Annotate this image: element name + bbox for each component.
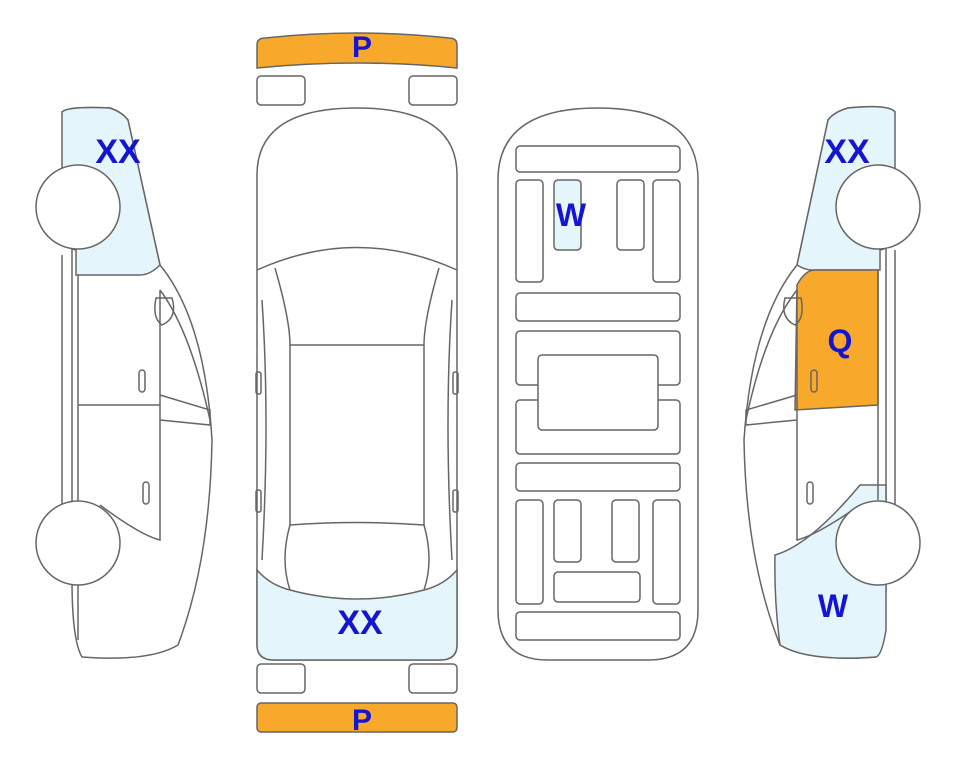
left-front-wheel: [35, 164, 121, 250]
top-view: P XX P: [255, 31, 459, 737]
top-rear-left-lamp: [256, 663, 306, 694]
rear-bumper-panel: [256, 702, 458, 733]
marker-top-trunk: XX: [337, 604, 383, 642]
marker-right-rear-quarter: W: [818, 588, 849, 624]
marker-right-front-fender: XX: [824, 133, 870, 171]
left-side-view: XX: [35, 106, 213, 659]
top-front-left-lamp: [256, 75, 306, 106]
right-front-wheel: [835, 164, 921, 250]
top-rear-right-lamp: [408, 663, 458, 694]
right-side-view: XX Q W: [743, 105, 921, 659]
left-front-door-handle: [138, 369, 146, 393]
marker-underbody: W: [556, 197, 587, 233]
top-front-right-lamp: [408, 75, 458, 106]
left-rear-door-handle: [142, 481, 150, 505]
right-front-door-handle: [810, 369, 818, 393]
underbody-view: W: [497, 107, 699, 661]
right-rear-door-handle: [806, 481, 814, 505]
underbody-damaged-panel: [553, 179, 582, 251]
front-bumper-panel: [256, 32, 458, 69]
marker-left-front-fender: XX: [95, 133, 141, 171]
right-rear-wheel: [835, 500, 921, 586]
marker-right-front-door: Q: [828, 323, 853, 359]
marker-front-bumper: P: [352, 31, 372, 64]
marker-rear-bumper: P: [352, 704, 372, 737]
left-rear-wheel: [35, 500, 121, 586]
